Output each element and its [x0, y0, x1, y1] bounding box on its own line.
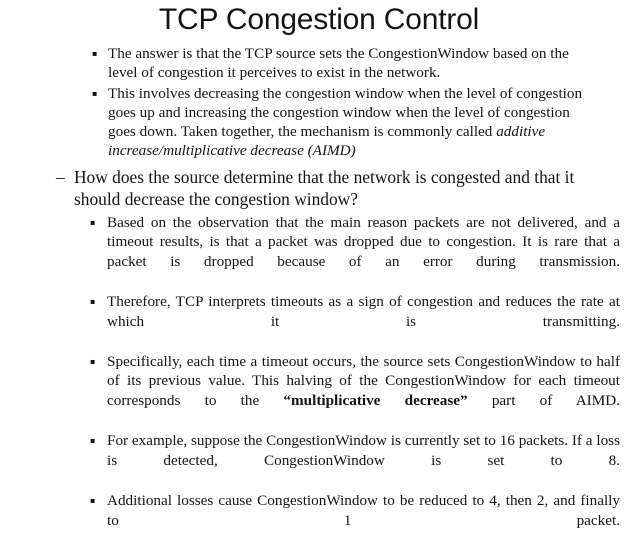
list-item-text: The answer is that the TCP source sets t… [108, 45, 569, 82]
list-item-text: For example, suppose the CongestionWindo… [107, 432, 620, 469]
list-item-text: Specifically, each time a timeout occurs… [107, 352, 620, 430]
square-bullet-icon: ▪ [90, 356, 96, 366]
list-item: ▪ This involves decreasing the congestio… [92, 84, 600, 161]
list-item-text: Therefore, TCP interprets timeouts as a … [107, 292, 620, 330]
list-item: ▪ The answer is that the TCP source sets… [92, 44, 600, 83]
list-item-text-lead: Specifically, each time a timeout occurs… [107, 352, 620, 409]
list-item-text: This involves decreasing the congestion … [108, 85, 582, 160]
square-bullet-icon: ▪ [92, 88, 98, 98]
list-item-text-lead: This involves decreasing the congestion … [108, 84, 583, 141]
list-item-text-bold: “multiplicative decrease” [283, 391, 468, 409]
page-title: TCP Congestion Control [158, 3, 480, 36]
list-item-text-tail: part of AIMD. [467, 391, 620, 409]
list-item: ▪ For example, suppose the CongestionWin… [90, 431, 620, 490]
dash-bullet-icon: – [56, 166, 65, 187]
square-bullet-icon: ▪ [90, 296, 96, 306]
slide-canvas: TCP Congestion Control ▪ The answer is t… [56, 3, 620, 529]
list-item: ▪ Additional losses cause CongestionWind… [90, 491, 620, 550]
list-item: ▪ Specifically, each time a timeout occu… [90, 352, 620, 430]
square-bullet-icon: ▪ [92, 49, 98, 58]
bullet-list-top: ▪ The answer is that the TCP source sets… [0, 44, 638, 161]
slide-body: ▪ The answer is that the TCP source sets… [0, 44, 638, 550]
square-bullet-icon: ▪ [90, 495, 96, 505]
list-item-text: Based on the observation that the main r… [107, 213, 620, 270]
list-item: ▪ Based on the observation that the main… [90, 213, 620, 291]
list-item: – How does the source determine that the… [56, 166, 602, 211]
square-bullet-icon: ▪ [90, 217, 96, 227]
bullet-list-question: – How does the source determine that the… [0, 166, 638, 211]
list-item-text-italic: additive increase/multiplicative decreas… [108, 123, 546, 160]
list-item: ▪ Therefore, TCP interprets timeouts as … [90, 292, 620, 351]
list-item-text: How does the source determine that the n… [74, 166, 575, 210]
square-bullet-icon: ▪ [90, 436, 96, 446]
bullet-list-bottom: ▪ Based on the observation that the main… [0, 213, 638, 550]
list-item-text: Additional losses cause CongestionWindow… [107, 491, 620, 529]
